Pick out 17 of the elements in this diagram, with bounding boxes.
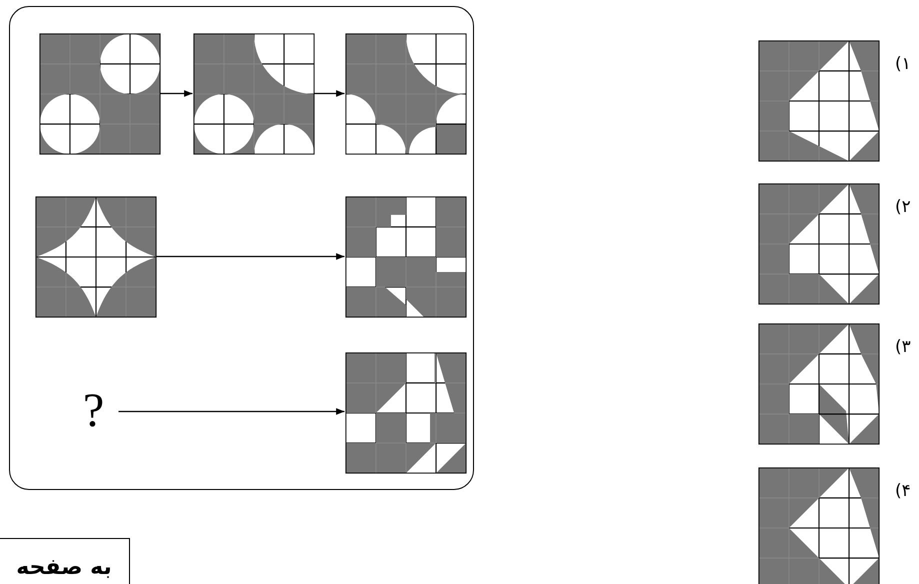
arrow: [160, 90, 192, 97]
arrow: [156, 253, 344, 260]
option-number: ۳): [895, 337, 911, 357]
grid-drawing: [344, 352, 466, 474]
option-number: ۱): [895, 54, 911, 74]
option-number: ۲): [895, 197, 911, 217]
grid-drawing: [344, 32, 466, 154]
rounded-frame: [9, 6, 474, 490]
arrow: [314, 90, 344, 97]
grid-drawing: [34, 196, 156, 318]
page-note-box: به صفحه: [0, 538, 130, 584]
grid-drawing: [38, 32, 160, 154]
arrow: [118, 408, 344, 415]
question-mark: ?: [68, 386, 118, 436]
option-number: ۴): [895, 481, 911, 501]
grid-drawing: [344, 196, 466, 318]
grid-drawing: [192, 32, 314, 154]
